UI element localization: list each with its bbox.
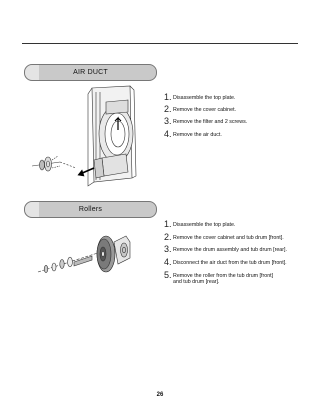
section-header-rollers: Rollers bbox=[24, 201, 157, 218]
step-item: 1.Disassemble the top plate. bbox=[164, 92, 236, 102]
top-rule bbox=[22, 43, 298, 44]
rollers-steps: 1.Disassemble the top plate. 2.Remove th… bbox=[164, 219, 287, 286]
step-item: 5.Remove the roller from the tub drum [f… bbox=[164, 269, 274, 286]
step-item: 3.Remove the filter and 2 screws. bbox=[164, 116, 248, 127]
page-number: 26 bbox=[156, 392, 164, 398]
step-item: 1.Disassemble the top plate. bbox=[164, 219, 236, 229]
air-duct-steps: 1.Disassemble the top plate. 2. Remove t… bbox=[164, 92, 248, 139]
air-duct-illustration bbox=[31, 85, 137, 187]
step-item: 4.Remove the air duct. bbox=[164, 128, 222, 139]
step-item: 2. Remove the cover cabinet. bbox=[164, 104, 237, 115]
step-item: 3.Remove the drum assembly and tub drum … bbox=[164, 244, 287, 255]
step-item: 4.Disconnect the air duct from the tub d… bbox=[164, 257, 287, 268]
section-title: Rollers bbox=[78, 206, 103, 213]
section-title: AIR DUCT bbox=[73, 69, 108, 76]
rollers-illustration bbox=[37, 235, 131, 273]
step-item: 2.Remove the cover cabinet and tub drum … bbox=[164, 231, 284, 242]
section-header-air-duct: AIR DUCT bbox=[24, 64, 157, 81]
